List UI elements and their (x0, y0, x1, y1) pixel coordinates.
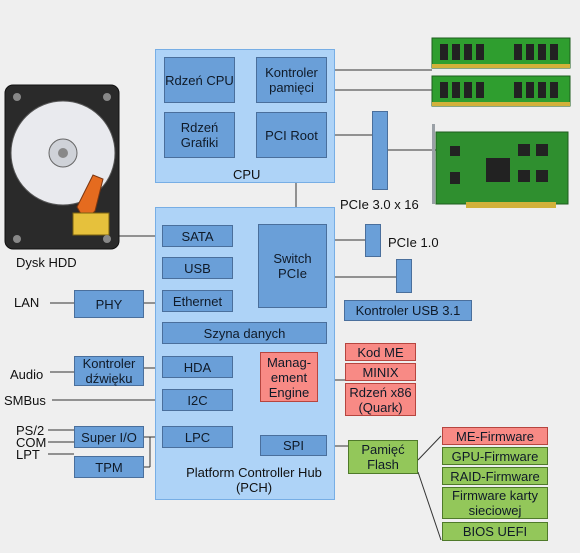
smbus-label: SMBus (4, 393, 46, 408)
i2c-block: I2C (162, 389, 233, 411)
legacy-port-label: PS/2 (16, 423, 45, 438)
firmware-item: RAID-Firmware (442, 467, 548, 485)
pcie-x16-label: PCIe 3.0 x 16 (340, 197, 419, 212)
management-engine: Manag-ement Engine (260, 352, 318, 402)
pch-title: Platform Controller Hub (PCH) (186, 465, 322, 495)
legacy-port-label: LPT (16, 447, 40, 462)
memory-controller: Kontroler pamięci (256, 57, 327, 103)
audio-label: Audio (10, 367, 44, 382)
usb-block: USB (162, 257, 233, 279)
lpc-block: LPC (162, 426, 233, 448)
phy-block: PHY (74, 290, 144, 318)
firmware-item: BIOS UEFI (442, 522, 548, 541)
legacy-port-label: COM (16, 435, 47, 450)
pci-root: PCI Root (256, 112, 327, 158)
usb3-controller: Kontroler USB 3.1 (344, 300, 472, 321)
hda-block: HDA (162, 356, 233, 378)
me-component: Kod ME (345, 343, 416, 361)
firmware-item: GPU-Firmware (442, 447, 548, 465)
switch-pcie: Switch PCIe (258, 224, 327, 308)
flash-memory: Pamięć Flash (348, 440, 418, 474)
tpm-block: TPM (74, 456, 144, 478)
cpu-core: Rdzeń CPU (164, 57, 235, 103)
hdd-label: Dysk HDD (16, 255, 77, 270)
me-component: Rdzeń x86 (Quark) (345, 383, 416, 416)
firmware-item: Firmware karty sieciowej (442, 487, 548, 519)
usb3-port (396, 259, 412, 293)
super-io-block: Super I/O (74, 426, 144, 448)
sound-controller: Kontroler dźwięku (74, 356, 144, 386)
pcie1-label: PCIe 1.0 (388, 235, 439, 250)
sata-block: SATA (162, 225, 233, 247)
cpu-title: CPU (233, 167, 261, 182)
lan-label: LAN (14, 295, 40, 310)
graphics-core: Rdzeń Grafiki (164, 112, 235, 158)
spi-block: SPI (260, 435, 327, 456)
ram-modules (431, 37, 571, 107)
firmware-item: ME-Firmware (442, 427, 548, 445)
ethernet-block: Ethernet (162, 290, 233, 312)
pcie1-slot (365, 224, 381, 257)
pcie-x16-slot (372, 111, 388, 190)
me-component: MINIX (345, 363, 416, 381)
data-bus: Szyna danych (162, 322, 327, 344)
hdd-illustration (4, 84, 120, 250)
gpu-card (432, 124, 569, 208)
